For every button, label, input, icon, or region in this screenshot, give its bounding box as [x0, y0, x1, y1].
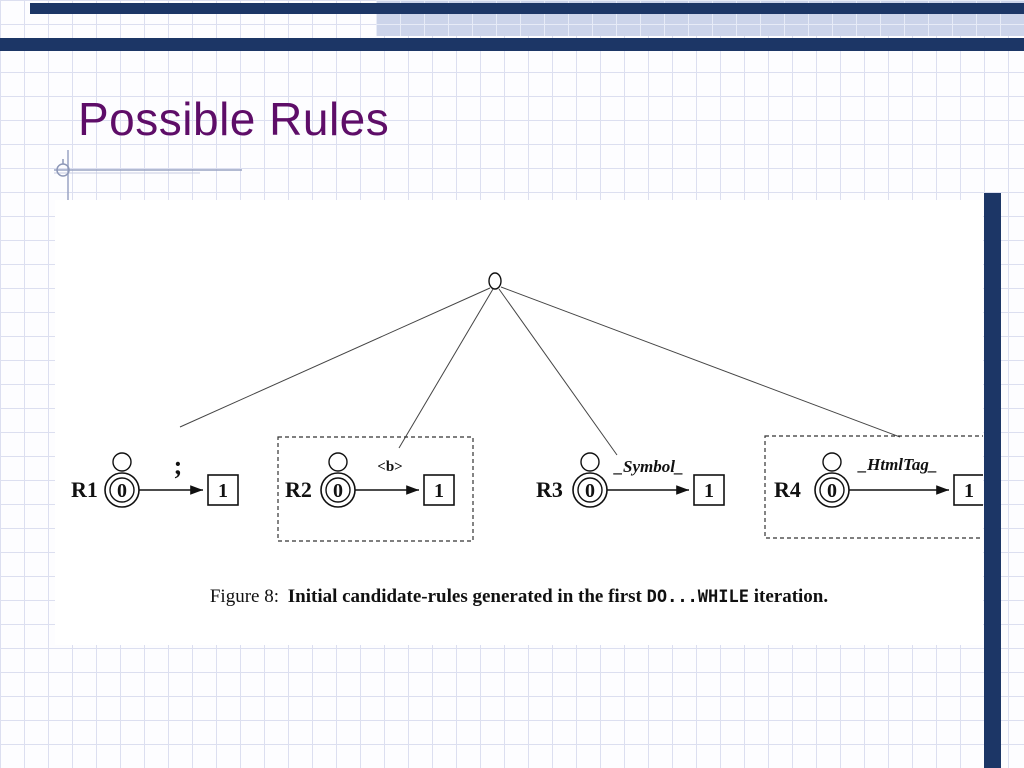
rule-r4: R4 0 _HtmlTag_ 1	[764, 435, 983, 539]
tree-edge-r1	[179, 287, 491, 428]
right-accent-bar	[984, 193, 1001, 768]
tree-edge-r2	[398, 288, 494, 449]
caption-code-text: DO...WHILE	[646, 587, 749, 607]
state-1-box	[953, 474, 983, 506]
state-0-label: 0	[117, 480, 127, 502]
automata-figure: R1 0 ; 1 R2 0 <b> 1	[71, 272, 983, 542]
state-1-label: 1	[964, 480, 974, 502]
rule-r2-dashed-box	[277, 436, 474, 542]
state-1-label: 1	[434, 480, 444, 502]
tree-edge-r4	[500, 286, 901, 438]
state-1-box	[693, 474, 725, 506]
state-0-label: 0	[333, 480, 343, 502]
self-loop-icon	[112, 452, 132, 472]
transition-label: _Symbol_	[613, 457, 684, 476]
state-0-label: 0	[585, 480, 595, 502]
rule-name: R4	[774, 477, 801, 502]
state-1-label: 1	[218, 480, 228, 502]
caption-figure-number: Figure 8:	[209, 586, 279, 607]
rule-r1: R1 0 ; 1	[71, 451, 239, 508]
self-loop-icon	[328, 452, 348, 472]
rule-r3: R3 0 _Symbol_ 1	[536, 452, 725, 508]
transition-label: _HtmlTag_	[857, 455, 938, 474]
rule-name: R1	[71, 477, 98, 502]
rule-name: R3	[536, 477, 563, 502]
transition-label: ;	[174, 451, 183, 480]
transition-label: <b>	[377, 459, 402, 475]
caption-suffix: iteration.	[753, 586, 829, 607]
tree-edge-r3	[498, 288, 618, 456]
state-1-label: 1	[704, 480, 714, 502]
figure-panel: R1 0 ; 1 R2 0 <b> 1	[55, 200, 983, 645]
caption-text: Initial candidate-rules generated in the…	[287, 586, 642, 607]
state-0-inner	[819, 477, 845, 503]
state-0-inner	[577, 477, 603, 503]
rule-name: R2	[285, 477, 312, 502]
self-loop-icon	[822, 452, 842, 472]
self-loop-icon	[580, 452, 600, 472]
state-0-inner	[109, 477, 135, 503]
figure-caption: Figure 8: Initial candidate-rules genera…	[55, 586, 983, 608]
state-1-box	[207, 474, 239, 506]
state-0-inner	[325, 477, 351, 503]
tree-root-node	[488, 272, 502, 290]
top-accent-bar	[30, 3, 1024, 14]
rule-r4-dashed-box	[764, 435, 983, 539]
second-accent-bar	[0, 38, 1024, 51]
state-0-label: 0	[827, 480, 837, 502]
slide-title: Possible Rules	[78, 93, 390, 145]
rule-r2: R2 0 <b> 1	[277, 436, 474, 542]
state-1-box	[423, 474, 455, 506]
